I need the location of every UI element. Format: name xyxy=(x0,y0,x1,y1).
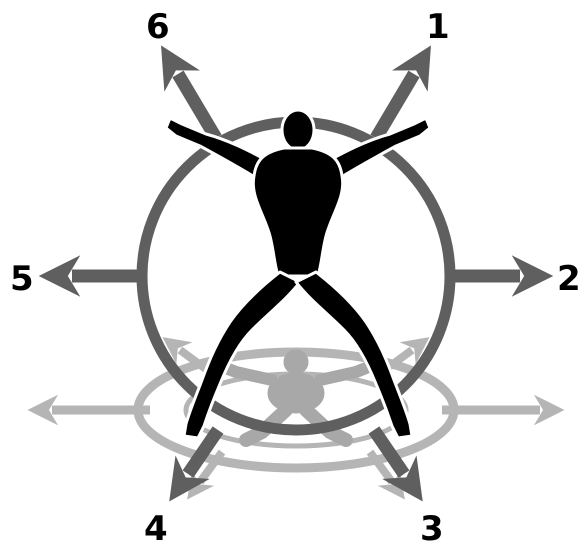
direction-label-6: 6 xyxy=(146,10,170,44)
direction-label-1: 1 xyxy=(426,10,450,44)
ground-layer xyxy=(52,350,540,482)
figure-torso xyxy=(253,148,342,276)
direction-label-4: 4 xyxy=(144,512,168,546)
direction-label-5: 5 xyxy=(10,262,34,296)
figure-head xyxy=(282,110,314,150)
direction-label-2: 2 xyxy=(557,262,581,296)
direction-label-3: 3 xyxy=(420,512,444,546)
